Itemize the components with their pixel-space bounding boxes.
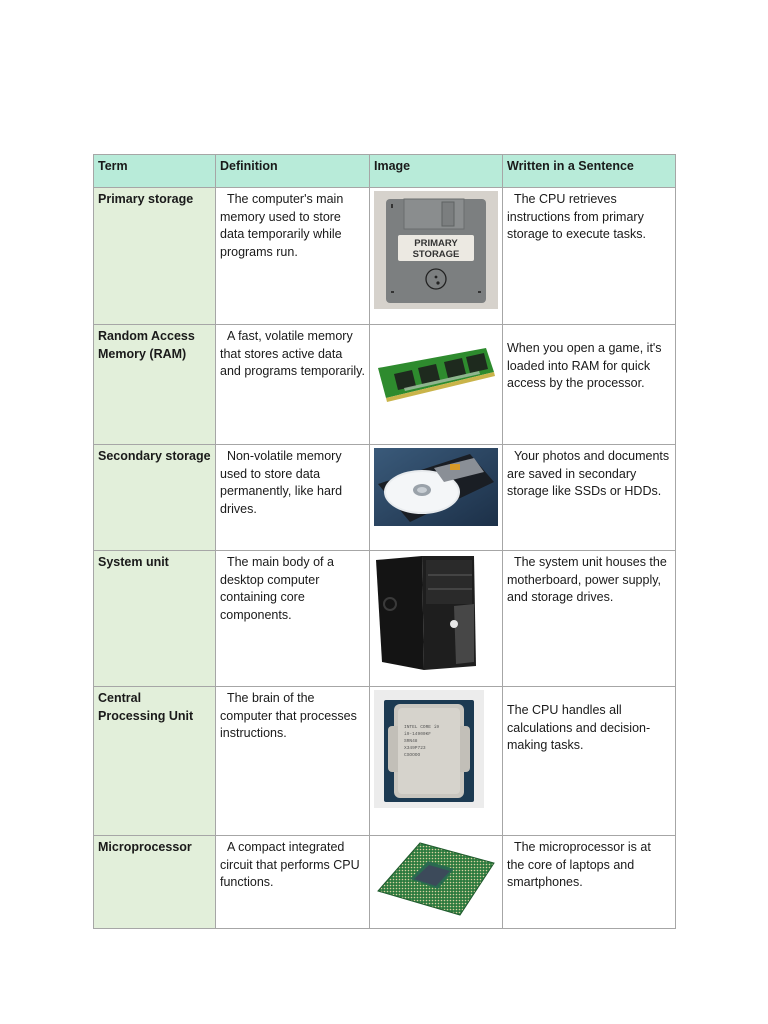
svg-text:SRN48: SRN48 [404, 738, 418, 744]
image-cell [369, 444, 503, 551]
table-row: Microprocessor A compact integrated circ… [93, 835, 676, 929]
sentence-cell: The microprocessor is at the core of lap… [502, 835, 676, 929]
floppy-disk-image: PRIMARY STORAGE [374, 191, 498, 309]
header-image: Image [369, 154, 503, 188]
definition-cell: The brain of the computer that processes… [215, 686, 370, 836]
header-definition: Definition [215, 154, 370, 188]
svg-text:INTEL CORE i9: INTEL CORE i9 [404, 724, 439, 730]
sentence-cell: When you open a game, it's loaded into R… [502, 324, 676, 445]
term-cell: Secondary storage [93, 444, 216, 551]
ram-module-image [374, 328, 498, 428]
header-term: Term [93, 154, 216, 188]
table-row: Secondary storage Non-volatile memory us… [93, 444, 676, 551]
header-sentence: Written in a Sentence [502, 154, 676, 188]
sentence-cell: The CPU handles all calculations and dec… [502, 686, 676, 836]
sentence-cell: The CPU retrieves instructions from prim… [502, 187, 676, 325]
term-cell: Central Processing Unit [93, 686, 216, 836]
table-row: System unit The main body of a desktop c… [93, 550, 676, 687]
table-row: Primary storage The computer's main memo… [93, 187, 676, 325]
definition-cell: A fast, volatile memory that stores acti… [215, 324, 370, 445]
term-cell: System unit [93, 550, 216, 687]
term-cell: Primary storage [93, 187, 216, 325]
header-row: Term Definition Image Written in a Sente… [93, 154, 676, 188]
hard-drive-image [374, 448, 498, 526]
vocabulary-table: Term Definition Image Written in a Sente… [93, 154, 676, 929]
pc-tower-image [374, 554, 498, 674]
svg-text:CSOOOO: CSOOOO [404, 752, 421, 758]
sentence-cell: Your photos and documents are saved in s… [502, 444, 676, 551]
term-cell: Microprocessor [93, 835, 216, 929]
sentence-cell: The system unit houses the motherboard, … [502, 550, 676, 687]
cpu-chip-image: INTEL CORE i9 i9-14900KF SRN48 X349P723 … [374, 690, 484, 808]
svg-text:i9-14900KF: i9-14900KF [404, 731, 431, 737]
table-row: Central Processing Unit The brain of the… [93, 686, 676, 836]
image-cell: INTEL CORE i9 i9-14900KF SRN48 X349P723 … [369, 686, 503, 836]
definition-cell: The computer's main memory used to store… [215, 187, 370, 325]
image-cell: PRIMARY STORAGE [369, 187, 503, 325]
table-row: Random Access Memory (RAM) A fast, volat… [93, 324, 676, 445]
definition-cell: The main body of a desktop computer cont… [215, 550, 370, 687]
microprocessor-image [374, 839, 498, 919]
svg-text:PRIMARY: PRIMARY [414, 238, 458, 249]
image-cell [369, 324, 503, 445]
image-cell [369, 835, 503, 929]
svg-text:STORAGE: STORAGE [413, 249, 460, 260]
svg-text:X349P723: X349P723 [404, 745, 426, 751]
definition-cell: Non-volatile memory used to store data p… [215, 444, 370, 551]
image-cell [369, 550, 503, 687]
definition-cell: A compact integrated circuit that perfor… [215, 835, 370, 929]
term-cell: Random Access Memory (RAM) [93, 324, 216, 445]
